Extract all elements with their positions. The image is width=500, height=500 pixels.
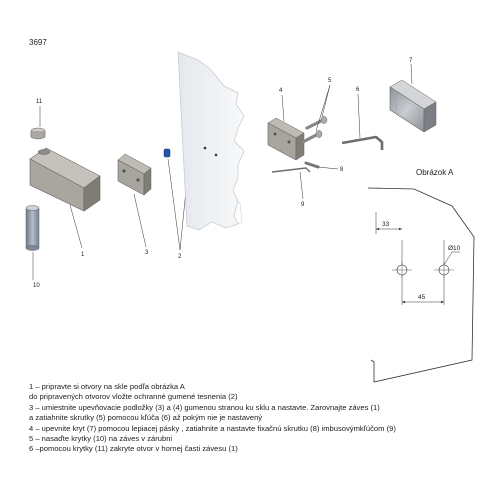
leader-4 [281, 94, 285, 122]
part-10-cylinder [25, 205, 40, 251]
instruction-line: 6 –pomocou krytky (11) zakryte otvor v h… [29, 444, 238, 454]
part-6-hex-key [341, 135, 384, 150]
instruction-line: 1 – pripravte si otvory na skle podľa ob… [29, 382, 185, 391]
callout-2: 2 [178, 254, 182, 260]
part-8-set-screw [304, 161, 320, 169]
dim-spacing-label: 45 [418, 294, 426, 301]
instruction-line: do pripravených otvorov vložte ochranné … [29, 392, 238, 402]
leader-5b [315, 84, 331, 132]
leader-1 [69, 204, 83, 249]
detail-glass-outline [367, 187, 475, 383]
part-7-cover [389, 79, 437, 133]
part-9-small-hex-key [271, 167, 311, 173]
callout-7: 7 [409, 58, 413, 64]
part-5-bolts [301, 116, 328, 144]
leader-2a [167, 158, 181, 251]
instruction-line: a zatiahnite skrutky (5) pomocou kľúča (… [29, 413, 263, 423]
part-3-plate [117, 153, 152, 196]
callout-5: 5 [328, 78, 332, 84]
callout-6: 6 [356, 87, 360, 93]
leader-7 [410, 63, 413, 85]
instructions: 1 – pripravte si otvory na skle podľa ob… [29, 382, 489, 455]
callout-3: 3 [145, 250, 149, 256]
part-4-plate [267, 117, 305, 161]
instruction-line: 3 – umiestnite upevňovacie podložky (3) … [29, 402, 380, 412]
callout-1: 1 [81, 252, 85, 258]
callout-4: 4 [279, 88, 283, 94]
callout-10: 10 [33, 283, 40, 289]
dim-hole-label: Ø10 [448, 245, 461, 252]
leader-8 [317, 166, 339, 170]
glass-panel [177, 51, 245, 231]
part-1-hinge-body [29, 147, 101, 212]
callout-11: 11 [36, 99, 43, 105]
detail-title: Obrázok A [416, 168, 454, 177]
product-code: 3697 [29, 38, 47, 47]
leader-3 [133, 193, 147, 248]
leader-9 [299, 171, 304, 200]
leader-6 [357, 93, 361, 139]
part-11-cap [30, 127, 46, 140]
instruction-line: 4 – upevnite kryt (7) pomocou lepiacej p… [29, 423, 396, 433]
dim-edge-label: 33 [382, 221, 390, 228]
callout-8: 8 [340, 167, 344, 173]
callout-9: 9 [301, 202, 305, 208]
instruction-line: 5 – nasaďte krytky (10) na záves v zárub… [29, 434, 173, 444]
leader-5a [321, 84, 331, 118]
detail-a: Obrázok A 33 Ø10 45 [367, 168, 475, 383]
